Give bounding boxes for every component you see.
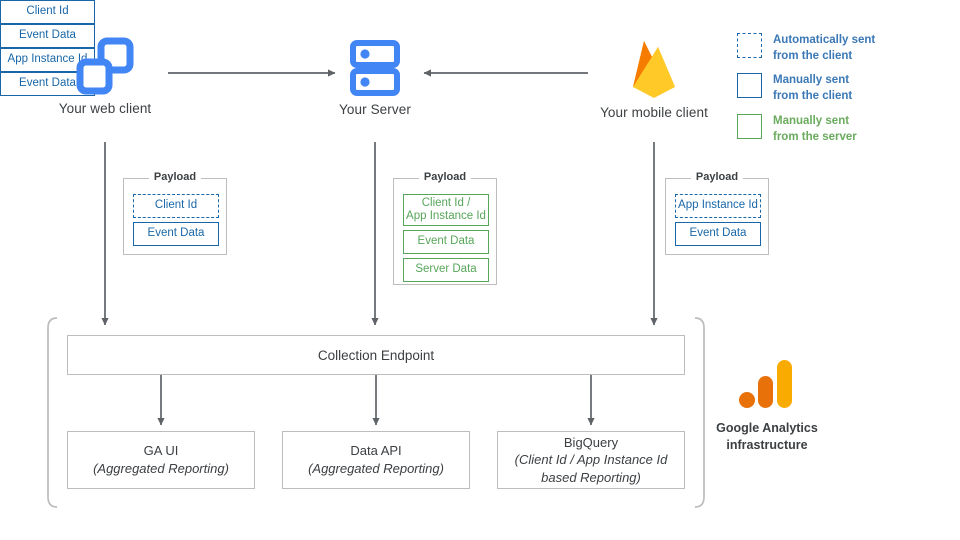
payload-group-mobile: Payload App Instance Id Event Data: [665, 171, 769, 255]
payload-item-event-data: Event Data: [133, 222, 219, 246]
collection-endpoint-box: Collection Endpoint: [67, 335, 685, 375]
server-icon: [350, 40, 400, 96]
legend-label: Manually sent from the server: [773, 115, 857, 143]
web-client-label: Your web client: [58, 101, 152, 116]
legend-swatch-solid-green: [737, 114, 762, 139]
output-box-ga-ui: GA UI (Aggregated Reporting): [67, 431, 255, 489]
legend-swatch-dashed-blue: [737, 33, 762, 58]
web-client-node: Your web client: [45, 35, 165, 116]
output-box-data-api: Data API (Aggregated Reporting): [282, 431, 470, 489]
google-analytics-icon: [739, 360, 792, 408]
transfer-chip-web-client-id: Client Id: [0, 0, 95, 24]
legend-item-manually-sent-server: Manually sent from the server: [737, 114, 857, 145]
mobile-client-node: Your mobile client: [588, 35, 720, 120]
output-title: Data API: [350, 443, 402, 459]
ga-infrastructure-brand: Google Analytics infrastructure: [700, 358, 834, 454]
payload-title: Payload: [418, 171, 472, 183]
server-label: Your Server: [339, 102, 411, 117]
payload-item-client-id-app-instance-id: Client Id / App Instance Id: [403, 194, 489, 226]
payload-item-event-data: Event Data: [675, 222, 761, 246]
output-subtitle: (Aggregated Reporting): [93, 461, 229, 476]
legend-label: Automatically sent from the client: [773, 34, 876, 62]
output-title: BigQuery: [563, 434, 619, 450]
payload-group-web: Payload Client Id Event Data: [123, 171, 227, 255]
legend-label: Manually sent from the client: [773, 74, 853, 102]
output-subtitle: (Client Id / App Instance Id based Repor…: [514, 452, 668, 485]
firebase-icon: [633, 41, 675, 98]
payload-item-event-data: Event Data: [403, 230, 489, 254]
ga-infrastructure-label: Google Analytics infrastructure: [716, 421, 818, 452]
legend-item-manually-sent-client: Manually sent from the client: [737, 73, 852, 104]
windows-icon: [76, 37, 134, 95]
transfer-chip-web-event-data: Event Data: [0, 24, 95, 48]
output-title: GA UI: [143, 443, 179, 459]
payload-item-app-instance-id: App Instance Id: [675, 194, 761, 218]
mobile-client-label: Your mobile client: [600, 105, 708, 120]
payload-group-server: Payload Client Id / App Instance Id Even…: [393, 171, 497, 285]
payload-title: Payload: [148, 171, 202, 183]
output-box-bigquery: BigQuery (Client Id / App Instance Id ba…: [497, 431, 685, 489]
payload-title: Payload: [690, 171, 744, 183]
payload-item-server-data: Server Data: [403, 258, 489, 282]
payload-item-client-id: Client Id: [133, 194, 219, 218]
legend-swatch-solid-blue: [737, 73, 762, 98]
server-node: Your Server: [320, 40, 430, 117]
output-subtitle: (Aggregated Reporting): [308, 461, 444, 476]
legend-item-automatically-sent-client: Automatically sent from the client: [737, 33, 875, 64]
